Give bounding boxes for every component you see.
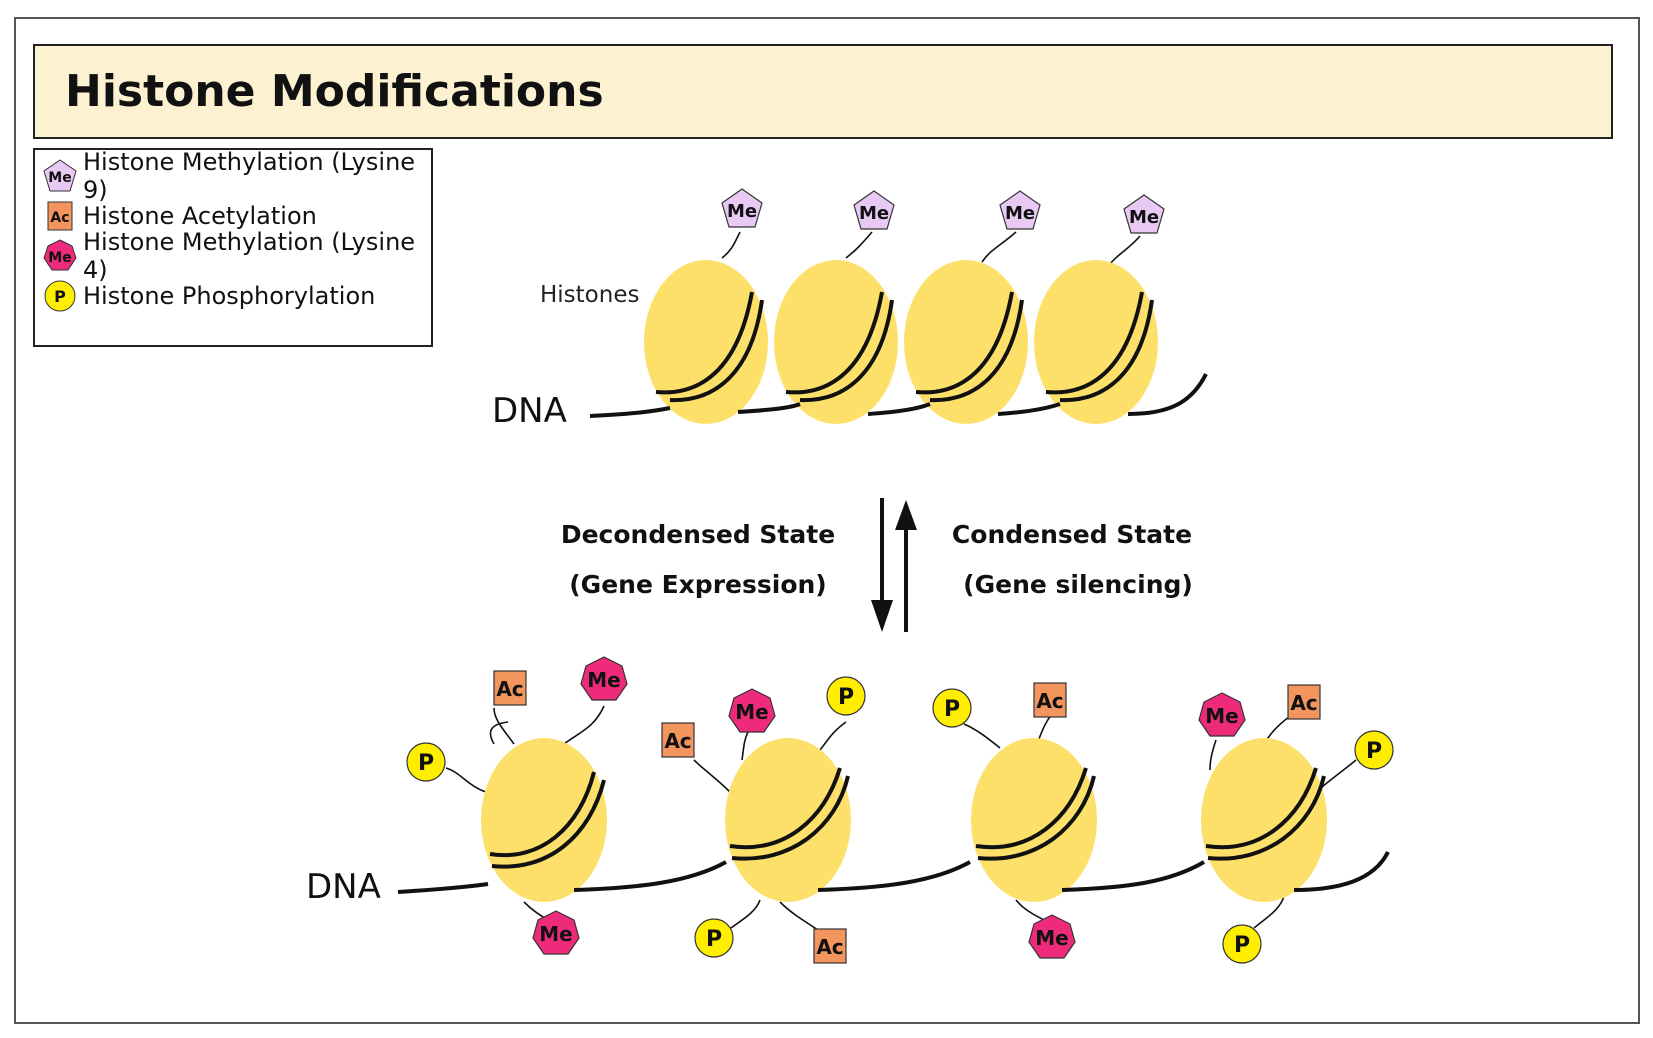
decondensed-state-label: Decondensed State: [561, 520, 835, 549]
svg-text:P: P: [944, 697, 960, 722]
phosphorylation-mark: P: [694, 918, 734, 958]
legend-item-methylation-k9: Me Histone Methylation (Lysine 9): [43, 148, 431, 204]
legend-label: Histone Acetylation: [83, 202, 317, 230]
histone-octamer: [774, 260, 898, 424]
condensed-state-label: Condensed State: [952, 520, 1192, 549]
svg-text:Me: Me: [539, 922, 572, 946]
svg-text:Me: Me: [1035, 926, 1068, 950]
svg-text:Ac: Ac: [1290, 691, 1317, 715]
acetylation-mark: Ac: [493, 670, 527, 706]
phosphorylation-mark: P: [1354, 730, 1394, 770]
dna-strand: [589, 406, 671, 418]
legend-label: Histone Phosphorylation: [83, 282, 376, 310]
svg-text:Ac: Ac: [664, 729, 691, 753]
phosphorylation-mark: P: [826, 676, 866, 716]
histone-octamer: [1034, 260, 1158, 424]
histone-octamer: [725, 738, 851, 902]
svg-text:P: P: [838, 685, 854, 710]
legend-badge: Me: [48, 250, 71, 266]
condensed-chromatin: Me Me Me Me Histones DNA: [492, 188, 1208, 431]
svg-text:Me: Me: [727, 201, 757, 222]
histones-label: Histones: [540, 282, 639, 308]
svg-text:Me: Me: [1129, 207, 1159, 228]
methylation-k4-mark: Me: [1198, 692, 1246, 737]
acetylation-mark: Ac: [1287, 684, 1321, 720]
square-icon: Ac: [47, 201, 73, 231]
circle-icon: P: [44, 280, 76, 312]
svg-text:Me: Me: [587, 668, 620, 692]
histone-octamer: [904, 260, 1028, 424]
methylation-k4-mark: Me: [728, 688, 776, 733]
phosphorylation-mark: P: [406, 742, 446, 782]
svg-text:P: P: [1366, 739, 1382, 764]
methylation-k9-mark: Me: [999, 190, 1041, 230]
transition-arrows: [871, 498, 917, 632]
phosphorylation-mark: P: [1222, 924, 1262, 964]
acetylation-mark: Ac: [1033, 682, 1067, 718]
svg-text:P: P: [418, 751, 434, 776]
svg-text:Ac: Ac: [816, 935, 843, 959]
svg-text:Ac: Ac: [496, 677, 523, 701]
title-banner: Histone Modifications: [33, 44, 1613, 139]
methylation-k9-mark: Me: [853, 190, 895, 230]
histone-octamer: [1201, 738, 1327, 902]
acetylation-mark: Ac: [661, 722, 695, 758]
svg-text:Me: Me: [1005, 203, 1035, 224]
legend-badge: Ac: [50, 210, 69, 226]
methylation-k4-mark: Me: [1028, 914, 1076, 959]
legend-badge: P: [54, 287, 66, 306]
svg-text:Me: Me: [735, 700, 768, 724]
gene-expression-label: (Gene Expression): [569, 570, 826, 599]
phosphorylation-mark: P: [932, 688, 972, 728]
methylation-k9-mark: Me: [1123, 194, 1165, 234]
dna-label-bottom: DNA: [306, 867, 381, 907]
page-title: Histone Modifications: [65, 66, 604, 117]
decondensed-chromatin: Ac Me P Me Ac Me P P Ac P Ac Me Me Ac P …: [306, 656, 1394, 964]
legend-item-methylation-k4: Me Histone Methylation (Lysine 4): [43, 228, 431, 284]
acetylation-mark: Ac: [813, 928, 847, 964]
dna-label-top: DNA: [492, 391, 567, 431]
histone-octamer: [644, 260, 768, 424]
svg-text:P: P: [706, 927, 722, 952]
dna-strand: [397, 882, 489, 894]
legend-item-phosphorylation: P Histone Phosphorylation: [43, 278, 375, 314]
svg-text:P: P: [1234, 933, 1250, 958]
legend-item-acetylation: Ac Histone Acetylation: [43, 198, 317, 234]
svg-text:Ac: Ac: [1036, 689, 1063, 713]
legend-label: Histone Methylation (Lysine 9): [83, 148, 416, 204]
gene-silencing-label: (Gene silencing): [963, 570, 1193, 599]
legend: Me Histone Methylation (Lysine 9) Ac His…: [33, 148, 433, 347]
histone-octamer: [971, 738, 1097, 902]
heptagon-icon: Me: [43, 239, 77, 271]
methylation-k9-mark: Me: [721, 188, 763, 228]
svg-text:Me: Me: [859, 203, 889, 224]
pentagon-icon: Me: [43, 159, 77, 192]
legend-badge: Me: [48, 170, 71, 186]
methylation-k4-mark: Me: [580, 656, 628, 701]
histone-octamer: [481, 738, 607, 902]
legend-label: Histone Methylation (Lysine 4): [83, 228, 416, 284]
svg-text:Me: Me: [1205, 704, 1238, 728]
methylation-k4-mark: Me: [532, 910, 580, 955]
